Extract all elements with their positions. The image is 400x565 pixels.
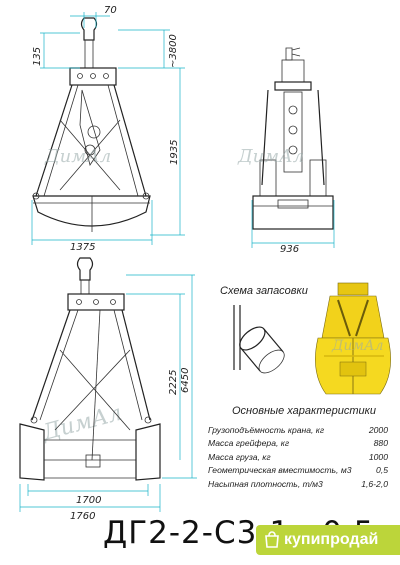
rigging-scheme <box>233 305 285 374</box>
spec-label: Грузоподъёмность крана, кг <box>208 425 325 435</box>
spec-row: Масса груза, кг 1000 <box>208 452 388 462</box>
spec-label: Геометрическая вместимость, м3 <box>208 465 352 475</box>
spec-value: 880 <box>373 438 388 448</box>
dim-side-width: 936 <box>280 244 299 255</box>
dim-total-height-bottom: 6450 <box>180 368 191 393</box>
watermark-2: ДимАл <box>237 146 304 167</box>
specs-title: Основные характеристики <box>232 405 376 417</box>
spec-label: Масса груза, кг <box>208 452 271 462</box>
front-view-closed <box>31 12 185 245</box>
dim-bucket-inner: 1700 <box>76 495 101 506</box>
watermark-4: ДимАл <box>331 338 384 354</box>
dim-total-height-top: ~3800 <box>168 34 179 68</box>
spec-value: 1,6-2,0 <box>361 479 388 489</box>
spec-row: Масса грейфера, кг 880 <box>208 438 388 448</box>
spec-value: 1000 <box>368 452 388 462</box>
grab-photo <box>310 280 400 400</box>
dim-span-front: 1375 <box>70 242 95 253</box>
spec-row: Геометрическая вместимость, м3 0,5 <box>208 465 388 475</box>
spec-row: Насыпная плотность, т/м3 1,6-2,0 <box>208 479 388 489</box>
side-view <box>251 47 335 248</box>
dim-bucket-outer: 1760 <box>70 511 95 522</box>
site-badge[interactable]: купипродай <box>256 525 400 555</box>
front-view-open <box>19 257 197 512</box>
spec-value: 2000 <box>368 425 388 435</box>
spec-value: 0,5 <box>376 465 388 475</box>
spec-label: Насыпная плотность, т/м3 <box>208 479 323 489</box>
shopping-bag-icon <box>265 531 279 548</box>
dim-body-height-bottom: 2225 <box>168 370 179 395</box>
dim-eye-height: 135 <box>32 47 43 66</box>
spec-row: Грузоподъёмность крана, кг 2000 <box>208 425 388 435</box>
dim-top-width: 70 <box>104 5 117 16</box>
badge-text: купипродай <box>284 531 379 548</box>
watermark-1: ДимАл <box>44 146 111 167</box>
watermark-3: ДимАл <box>39 401 125 446</box>
spec-label: Масса грейфера, кг <box>208 438 290 448</box>
rigging-scheme-title: Схема запасовки <box>220 285 308 297</box>
dim-body-height-top: 1935 <box>169 140 180 165</box>
